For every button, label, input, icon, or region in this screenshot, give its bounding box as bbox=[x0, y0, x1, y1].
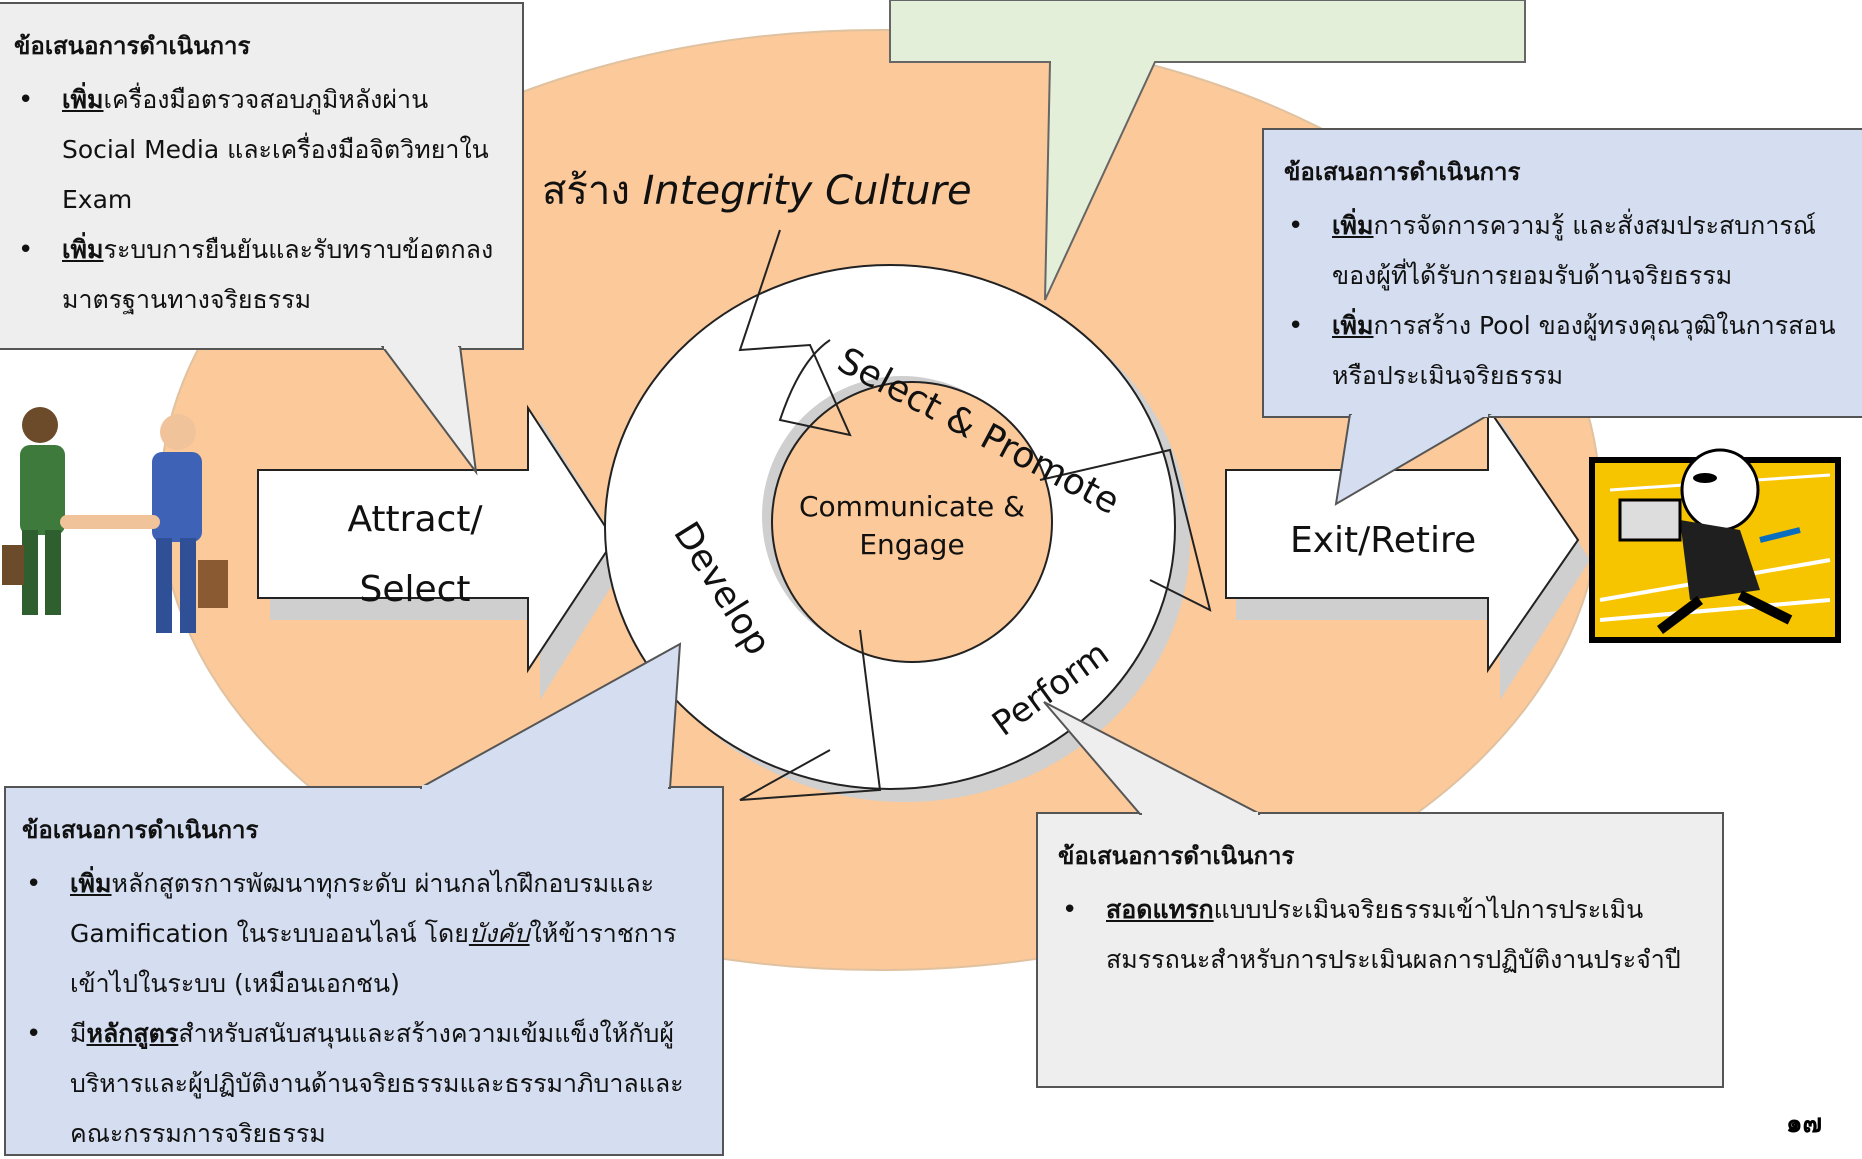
item-emphasis: เพิ่ม bbox=[70, 869, 112, 898]
list-item: เพิ่มการจัดการความรู้ และสั่งสมประสบการณ… bbox=[1284, 201, 1844, 301]
item-text: แบบประเมินจริยธรรมเข้าไปการประเมินสมรรถน… bbox=[1106, 895, 1681, 974]
callout-top-left-pointer bbox=[380, 346, 478, 476]
item-emphasis: เพิ่ม bbox=[1332, 311, 1374, 340]
item-tail: ให้ข้าราชการเข้าไปในระบบ (เหมือนเอกชน) bbox=[70, 919, 677, 998]
callout-bottom-right-pointer bbox=[1043, 701, 1261, 816]
callout-heading: ข้อเสนอการดำเนินการ bbox=[1284, 158, 1521, 186]
callout-bottom-left: ข้อเสนอการดำเนินการ เพิ่มหลักสูตรการพัฒน… bbox=[4, 786, 724, 1156]
callout-top-right-pointer bbox=[1334, 414, 1492, 506]
item-emphasis: หลักสูตร bbox=[86, 1019, 179, 1048]
item-text: การจัดการความรู้ และสั่งสมประสบการณ์ของผ… bbox=[1332, 211, 1816, 290]
item-text: การสร้าง Pool ของผู้ทรงคุณวุฒิในการสอนหร… bbox=[1332, 311, 1836, 390]
list-item: เพิ่มหลักสูตรการพัฒนาทุกระดับ ผ่านกลไกฝึ… bbox=[22, 859, 704, 1009]
center-line1: Communicate & bbox=[799, 490, 1025, 523]
stage-exit-label: Exit/Retire bbox=[1290, 520, 1477, 561]
stage-attract-label: Attract/ Select bbox=[335, 485, 495, 625]
stage-attract-line2: Select bbox=[359, 569, 471, 610]
title-emphasis: Integrity Culture bbox=[642, 168, 972, 214]
item-emphasis: เพิ่ม bbox=[62, 85, 104, 114]
list-item: เพิ่มระบบการยืนยันและรับทราบข้อตกลงมาตรฐ… bbox=[14, 225, 504, 325]
running-businessman-clipart bbox=[1589, 448, 1841, 643]
callout-heading: ข้อเสนอการดำเนินการ bbox=[22, 816, 259, 844]
list-item: มีหลักสูตรสำหรับสนับสนุนและสร้างความเข้ม… bbox=[22, 1009, 704, 1159]
list-item: เพิ่มเครื่องมือตรวจสอบภูมิหลังผ่าน Socia… bbox=[14, 75, 504, 225]
top-green-callout bbox=[889, 0, 1526, 301]
title-prefix: สร้าง bbox=[542, 168, 630, 214]
exit-arrow bbox=[1225, 404, 1580, 674]
item-text: สำหรับสนับสนุนและสร้างความเข้มแข็งให้กับ… bbox=[70, 1019, 684, 1148]
handshake-clipart bbox=[2, 407, 228, 633]
list-item: สอดแทรกแบบประเมินจริยธรรมเข้าไปการประเมิ… bbox=[1058, 885, 1702, 985]
item-emphasis: เพิ่ม bbox=[62, 235, 104, 264]
center-line2: Engage bbox=[859, 528, 965, 561]
item-emphasis: เพิ่ม bbox=[1332, 211, 1374, 240]
diagram-title: สร้าง Integrity Culture bbox=[542, 158, 972, 222]
item-emphasis: สอดแทรก bbox=[1106, 895, 1214, 924]
callout-heading: ข้อเสนอการดำเนินการ bbox=[1058, 842, 1295, 870]
callout-bottom-left-pointer bbox=[420, 642, 682, 789]
item-italic: บังคับ bbox=[468, 919, 530, 948]
callout-top-right: ข้อเสนอการดำเนินการ เพิ่มการจัดการความรู… bbox=[1262, 128, 1862, 418]
center-label: Communicate & Engage bbox=[782, 488, 1042, 564]
item-text: หลักสูตรการพัฒนาทุกระดับ ผ่านกลไกฝึกอบรม… bbox=[70, 869, 655, 948]
item-text: ระบบการยืนยันและรับทราบข้อตกลงมาตรฐานทาง… bbox=[62, 235, 494, 314]
callout-top-left: ข้อเสนอการดำเนินการ เพิ่มเครื่องมือตรวจส… bbox=[0, 2, 524, 350]
page-number: ๑๗ bbox=[1785, 1109, 1822, 1139]
attract-arrow bbox=[257, 404, 616, 674]
ring-arrow-right bbox=[1039, 448, 1212, 612]
stage-attract-line1: Attract/ bbox=[347, 499, 483, 540]
item-prefix: มี bbox=[70, 1019, 87, 1048]
ring-arrow-left bbox=[738, 229, 852, 437]
list-item: เพิ่มการสร้าง Pool ของผู้ทรงคุณวุฒิในการ… bbox=[1284, 301, 1844, 401]
callout-heading: ข้อเสนอการดำเนินการ bbox=[14, 32, 251, 60]
item-text: เครื่องมือตรวจสอบภูมิหลังผ่าน Social Med… bbox=[62, 85, 489, 214]
ring-arrow-bottom bbox=[739, 629, 882, 801]
callout-bottom-right: ข้อเสนอการดำเนินการ สอดแทรกแบบประเมินจริ… bbox=[1036, 812, 1724, 1088]
center-circle bbox=[771, 381, 1053, 663]
